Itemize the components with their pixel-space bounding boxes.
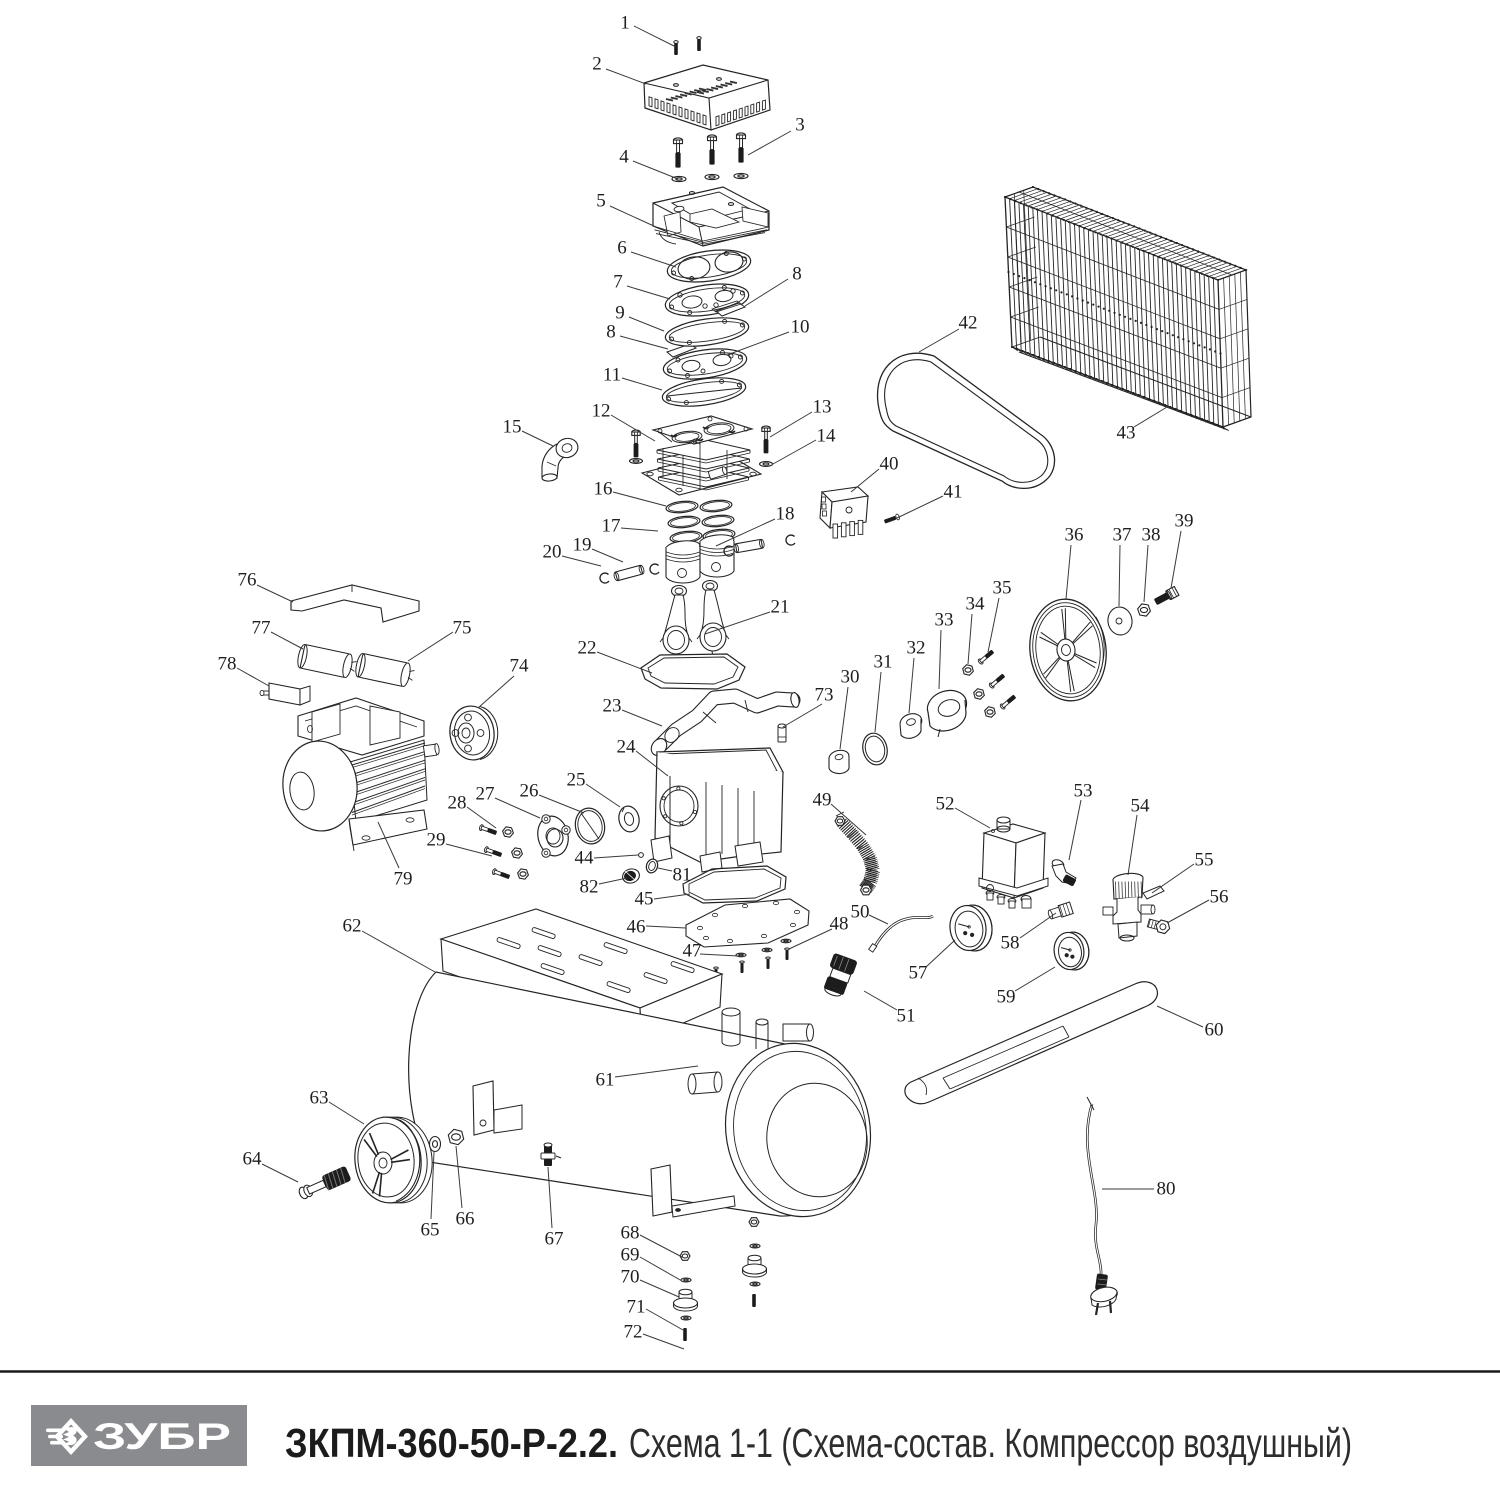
svg-text:18: 18: [776, 504, 795, 525]
svg-text:72: 72: [624, 1322, 643, 1343]
svg-text:2: 2: [592, 54, 602, 75]
svg-text:68: 68: [621, 1223, 640, 1244]
svg-text:20: 20: [543, 542, 562, 563]
svg-text:3: 3: [795, 115, 805, 136]
svg-text:57: 57: [909, 963, 928, 984]
svg-text:44: 44: [575, 848, 595, 869]
svg-text:40: 40: [880, 454, 899, 475]
svg-text:5: 5: [596, 191, 606, 212]
svg-text:76: 76: [238, 570, 257, 591]
svg-text:53: 53: [1074, 781, 1093, 802]
svg-text:49: 49: [813, 790, 832, 811]
svg-text:63: 63: [310, 1088, 329, 1109]
svg-text:67: 67: [545, 1229, 564, 1250]
svg-text:56: 56: [1210, 887, 1229, 908]
svg-text:75: 75: [453, 618, 472, 639]
svg-text:47: 47: [683, 941, 702, 962]
svg-text:9: 9: [615, 303, 625, 324]
svg-text:45: 45: [635, 889, 654, 910]
svg-text:64: 64: [243, 1149, 263, 1170]
svg-text:78: 78: [218, 654, 237, 675]
svg-text:7: 7: [613, 272, 623, 293]
svg-text:51: 51: [897, 1006, 916, 1027]
svg-text:34: 34: [966, 594, 986, 615]
svg-text:21: 21: [771, 597, 790, 618]
svg-text:14: 14: [817, 426, 837, 447]
svg-text:59: 59: [997, 987, 1016, 1008]
svg-text:70: 70: [621, 1267, 640, 1288]
svg-text:33: 33: [935, 610, 954, 631]
svg-text:66: 66: [456, 1209, 475, 1230]
svg-text:10: 10: [791, 317, 810, 338]
svg-text:42: 42: [959, 313, 978, 334]
svg-text:65: 65: [421, 1220, 440, 1241]
svg-text:37: 37: [1113, 525, 1132, 546]
svg-text:54: 54: [1131, 796, 1151, 817]
svg-text:50: 50: [851, 902, 870, 923]
svg-text:6: 6: [617, 238, 627, 259]
svg-text:13: 13: [813, 397, 832, 418]
svg-text:26: 26: [520, 781, 539, 802]
svg-text:80: 80: [1157, 1179, 1176, 1200]
svg-text:32: 32: [907, 638, 926, 659]
svg-text:35: 35: [993, 578, 1012, 599]
svg-text:82: 82: [580, 877, 599, 898]
svg-text:79: 79: [394, 869, 413, 890]
svg-text:ЗКПМ-360-50-Р-2.2.: ЗКПМ-360-50-Р-2.2.: [285, 1420, 618, 1466]
svg-text:8: 8: [792, 264, 802, 285]
svg-text:23: 23: [603, 696, 622, 717]
svg-text:55: 55: [1195, 850, 1214, 871]
svg-text:22: 22: [578, 638, 597, 659]
svg-text:36: 36: [1065, 525, 1084, 546]
svg-text:69: 69: [621, 1245, 640, 1266]
svg-text:12: 12: [592, 401, 611, 422]
svg-text:73: 73: [815, 685, 834, 706]
svg-text:Схема 1-1 (Схема-состав. Компр: Схема 1-1 (Схема-состав. Компрессор возд…: [629, 1420, 1352, 1466]
svg-text:31: 31: [874, 652, 893, 673]
svg-text:81: 81: [673, 865, 692, 886]
svg-text:39: 39: [1175, 511, 1194, 532]
svg-text:25: 25: [567, 770, 586, 791]
svg-text:61: 61: [596, 1070, 615, 1091]
svg-text:29: 29: [427, 830, 446, 851]
svg-text:41: 41: [944, 482, 963, 503]
svg-text:62: 62: [343, 916, 362, 937]
svg-text:71: 71: [627, 1297, 646, 1318]
svg-text:ЗУБР: ЗУБР: [93, 1416, 231, 1457]
svg-text:38: 38: [1142, 525, 1161, 546]
svg-text:27: 27: [476, 784, 495, 805]
svg-text:11: 11: [603, 365, 621, 386]
svg-text:46: 46: [627, 917, 646, 938]
svg-text:24: 24: [617, 737, 637, 758]
svg-text:8: 8: [606, 322, 616, 343]
svg-text:52: 52: [936, 794, 955, 815]
svg-text:4: 4: [619, 147, 629, 168]
svg-text:15: 15: [503, 417, 522, 438]
svg-text:28: 28: [448, 793, 467, 814]
svg-text:58: 58: [1001, 933, 1020, 954]
svg-text:60: 60: [1205, 1020, 1224, 1041]
svg-text:77: 77: [252, 618, 271, 639]
svg-text:43: 43: [1117, 423, 1136, 444]
svg-text:30: 30: [841, 667, 860, 688]
svg-text:1: 1: [620, 13, 630, 34]
svg-text:17: 17: [602, 516, 621, 537]
svg-text:16: 16: [594, 479, 613, 500]
svg-text:74: 74: [510, 656, 530, 677]
svg-text:19: 19: [573, 535, 592, 556]
svg-text:48: 48: [830, 914, 849, 935]
